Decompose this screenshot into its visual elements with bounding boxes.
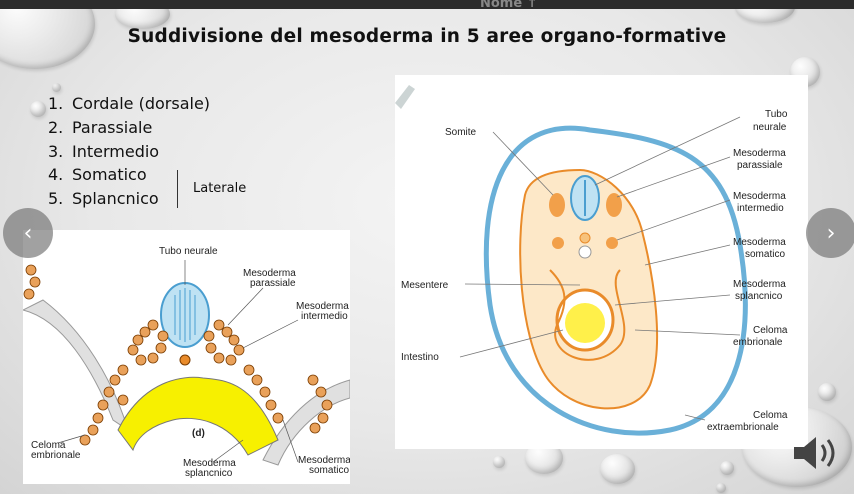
list-item: 5. Splancnico <box>48 187 210 211</box>
label-mes-intermedio: intermedio <box>737 203 784 214</box>
droplet-decoration <box>115 9 170 29</box>
chevron-left-icon: ‹ <box>23 220 33 246</box>
list-number: 1. <box>48 94 64 113</box>
label-mes-somatico: somatico <box>745 249 785 260</box>
speaker-button[interactable] <box>790 431 846 475</box>
droplet-decoration <box>720 461 734 475</box>
list-item: 1. Cordale (dorsale) <box>48 92 210 116</box>
label-mes-intermedio: intermedio <box>301 311 348 322</box>
label-celoma-embrionale: embrionale <box>733 337 783 348</box>
label-mes-intermedio: Mesoderma <box>733 191 786 202</box>
label-celoma-extra: extraembrionale <box>707 422 779 433</box>
label-mes-splancnico: Mesoderma <box>733 279 786 290</box>
header-sort-label[interactable]: Nome ↑ <box>480 0 538 11</box>
list-item: 4. Somatico <box>48 163 210 187</box>
droplet-decoration <box>52 83 61 92</box>
label-celoma: Celoma <box>31 440 66 451</box>
droplet-decoration <box>30 101 46 117</box>
slide-canvas: Suddivisione del mesoderma in 5 aree org… <box>0 9 854 494</box>
list-label: Parassiale <box>72 117 153 137</box>
label-tubo-neurale: neurale <box>753 122 787 133</box>
label-tubo-neurale: Tubo neurale <box>159 246 218 257</box>
list-label: Splancnico <box>72 189 159 209</box>
droplet-decoration <box>493 456 505 468</box>
label-mes-somatico: Mesoderma <box>733 237 786 248</box>
bracket-divider <box>177 170 178 208</box>
list-item: 2. Parassiale <box>48 116 210 140</box>
label-mes-intermedio: Mesoderma <box>296 301 349 312</box>
list-number: 2. <box>48 117 64 137</box>
label-tubo-neurale: Tubo <box>765 109 788 120</box>
label-mes-splancnico: splancnico <box>735 291 783 302</box>
droplet-decoration <box>716 483 726 493</box>
label-mes-parassiale: parassiale <box>250 278 296 289</box>
list-item: 3. Intermedio <box>48 140 210 164</box>
embryo-diagram: Somite Tubo neurale Mesoderma parassiale… <box>395 85 788 436</box>
chevron-right-icon: › <box>826 220 836 246</box>
previous-slide-button[interactable]: ‹ <box>3 208 53 258</box>
mesoderm-list: 1. Cordale (dorsale) 2. Parassiale 3. Inter… <box>48 92 210 211</box>
label-celoma-embrionale: Celoma <box>753 325 788 336</box>
top-toolbar: Nome ↑ <box>0 0 854 11</box>
label-somite: Somite <box>445 127 477 138</box>
list-number: 5. <box>48 189 64 209</box>
list-number: 4. <box>48 165 64 185</box>
label-mesentere: Mesentere <box>401 280 449 291</box>
list-label: Intermedio <box>72 141 160 161</box>
label-mes-splancnico: Mesoderma <box>183 458 236 469</box>
mesoderm-detail-figure: Tubo neurale Mesoderma parassiale Mesode… <box>21 230 351 484</box>
label-mes-parassiale: parassiale <box>737 160 783 171</box>
list-label: Somatico <box>72 165 147 185</box>
droplet-decoration <box>818 383 836 401</box>
droplet-decoration <box>735 9 795 23</box>
slide-title: Suddivisione del mesoderma in 5 aree org… <box>127 26 727 47</box>
droplet-decoration <box>600 454 635 484</box>
label-celoma-extra: Celoma <box>753 410 788 421</box>
list-label: Cordale (dorsale) <box>72 94 211 113</box>
label-mes-somatico: Mesoderma <box>298 455 350 466</box>
panel-label: (d) <box>192 428 205 439</box>
label-mes-splancnico: splancnico <box>185 468 233 479</box>
label-mes-parassiale: Mesoderma <box>733 148 786 159</box>
speaker-icon <box>794 437 835 469</box>
list-number: 3. <box>48 141 64 161</box>
label-intestino: Intestino <box>401 352 439 363</box>
label-mes-somatico: somatico <box>309 465 349 476</box>
embryo-cross-section-figure: Somite Tubo neurale Mesoderma parassiale… <box>395 75 808 449</box>
label-celoma: embrionale <box>31 450 81 461</box>
next-slide-button[interactable]: › <box>806 208 854 258</box>
mesoderm-diagram: Tubo neurale Mesoderma parassiale Mesode… <box>21 246 351 479</box>
label-mes-parassiale: Mesoderma <box>243 268 296 279</box>
laterale-label: Laterale <box>193 181 247 196</box>
